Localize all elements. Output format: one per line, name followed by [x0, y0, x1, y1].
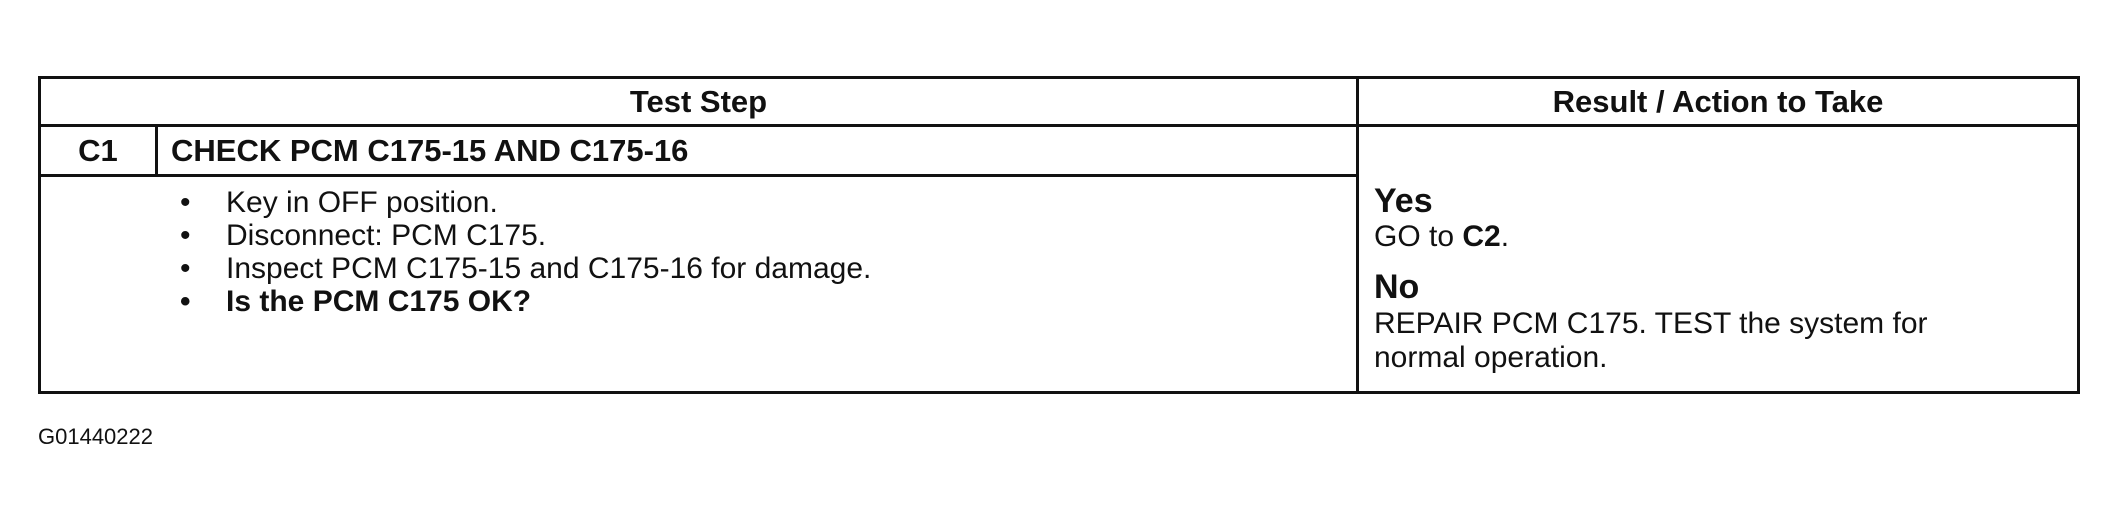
yes-action-prefix: GO to — [1374, 220, 1463, 253]
no-action-line1: REPAIR PCM C175. TEST the system for — [1374, 307, 1928, 340]
figure-id: G01440222 — [38, 424, 153, 449]
no-action-line2: normal operation. — [1374, 341, 1608, 374]
yes-action: GO to C2. — [1374, 220, 1509, 254]
diagnostic-table: Test Step Result / Action to Take C1 CHE… — [38, 76, 2080, 394]
step-instruction-item: • Disconnect: PCM C175. — [176, 220, 871, 252]
step-instruction-list: • Key in OFF position. • Disconnect: PCM… — [176, 187, 871, 319]
no-label: No — [1374, 268, 1420, 306]
result-panel: Yes GO to C2. No REPAIR PCM C175. TEST t… — [1359, 127, 2077, 391]
step-instruction-text: Disconnect: PCM C175. — [226, 219, 547, 252]
bullet-icon: • — [180, 252, 191, 285]
step-body: • Key in OFF position. • Disconnect: PCM… — [41, 177, 1359, 391]
yes-action-suffix: . — [1500, 220, 1510, 253]
result-action-header: Result / Action to Take — [1359, 79, 2077, 127]
bullet-icon: • — [180, 186, 191, 219]
step-instruction-text: Inspect PCM C175-15 and C175-16 for dama… — [226, 252, 872, 285]
step-title: CHECK PCM C175-15 AND C175-16 — [171, 132, 689, 168]
bullet-icon: • — [180, 285, 191, 318]
step-instruction-item: • Key in OFF position. — [176, 187, 871, 219]
test-step-header: Test Step — [41, 79, 1359, 127]
step-question-item: • Is the PCM C175 OK? — [176, 286, 871, 318]
step-question-text: Is the PCM C175 OK? — [226, 285, 532, 318]
step-id: C1 — [41, 127, 158, 174]
yes-label: Yes — [1374, 182, 1433, 220]
yes-action-target: C2 — [1462, 220, 1501, 253]
step-instruction-item: • Inspect PCM C175-15 and C175-16 for da… — [176, 253, 871, 285]
step-title-row: C1 CHECK PCM C175-15 AND C175-16 — [41, 127, 1359, 177]
bullet-icon: • — [180, 219, 191, 252]
step-instruction-text: Key in OFF position. — [226, 186, 498, 219]
